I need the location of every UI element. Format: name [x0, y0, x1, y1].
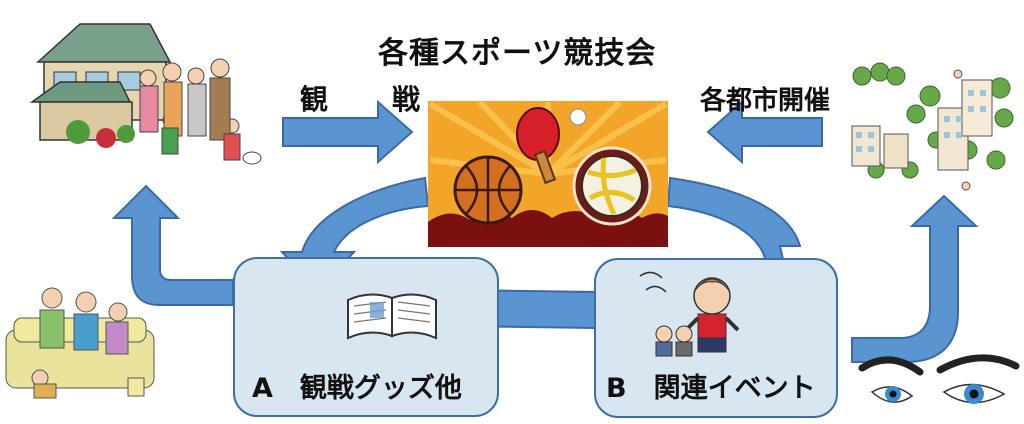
- cities-label: 各都市開催: [700, 86, 831, 116]
- box-a-goods: [233, 257, 499, 417]
- watch-label: 観 戦: [300, 83, 439, 116]
- box-b-label: B 関連イベント: [606, 373, 816, 404]
- sports-balls-banner: [428, 99, 668, 247]
- box-a-label: A 観戦グッズ他: [252, 373, 462, 404]
- family-watching-tv-illustration: [5, 287, 155, 399]
- right-up-arrow: [851, 194, 979, 363]
- page-title: 各種スポーツ競技会: [378, 36, 657, 71]
- open-book-illustration: [347, 293, 437, 340]
- watch-arrow: [282, 99, 414, 165]
- left-up-arrow: [111, 184, 234, 306]
- cities-arrow: [706, 99, 823, 165]
- family-house-illustration: [29, 23, 262, 165]
- cheering-person-illustration: [639, 271, 740, 357]
- eyes-illustration: [858, 354, 1020, 404]
- city-buildings-illustration: [851, 62, 1014, 191]
